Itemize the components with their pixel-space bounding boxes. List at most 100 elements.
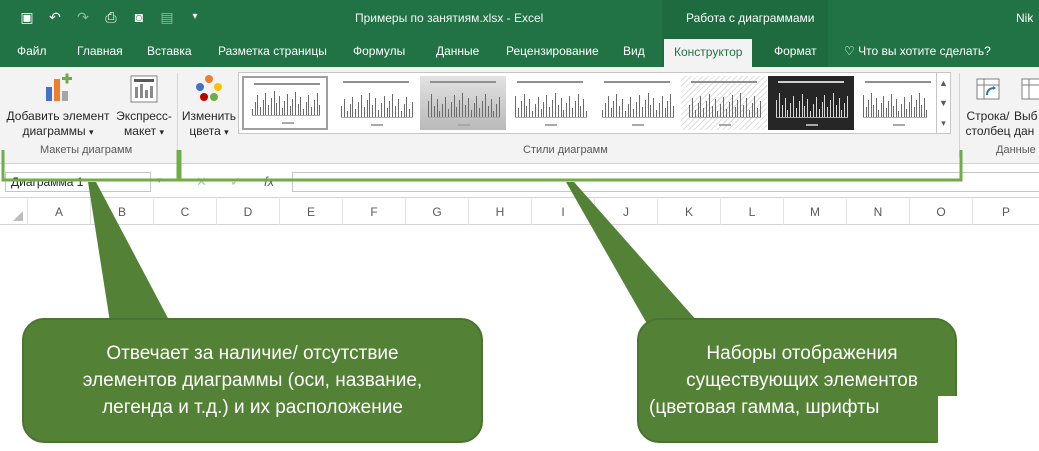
thumbnail-bar (725, 109, 727, 117)
cancel-icon[interactable]: ✕ (196, 174, 207, 189)
select-all-corner[interactable] (0, 199, 28, 225)
thumbnail-bar (297, 104, 299, 115)
tab-file[interactable]: Файл (17, 44, 47, 58)
thumbnail-bar (453, 95, 455, 117)
thumbnail-bar (254, 102, 256, 115)
chart-style-5[interactable] (594, 76, 680, 130)
chart-styles-gallery: ▲ ▼ ▾ (238, 72, 951, 134)
save-icon[interactable]: ▣ (20, 9, 34, 25)
thumbnail-bar (276, 103, 277, 115)
thumbnail-bar (571, 108, 573, 117)
thumbnail-bar (664, 108, 666, 117)
redo-icon[interactable]: ↷ (77, 9, 89, 25)
thumbnail-bar (479, 108, 481, 117)
tab-page-layout[interactable]: Разметка страницы (218, 44, 327, 58)
column-header-h[interactable]: H (469, 199, 532, 225)
column-header-i[interactable]: I (532, 199, 595, 225)
thumbnail-bar (630, 97, 632, 117)
chart-style-8[interactable] (855, 76, 933, 130)
chart-style-2[interactable] (333, 76, 419, 130)
enter-icon[interactable]: ✓ (230, 174, 241, 189)
thumbnail-bar (395, 106, 396, 117)
column-header-a[interactable]: A (28, 199, 91, 225)
chart-style-3[interactable] (420, 76, 506, 130)
quick-layout-label-2: макет (124, 124, 157, 138)
customize-icon[interactable]: ▾ (192, 11, 198, 22)
thumbnail-bar (906, 109, 907, 117)
column-header-g[interactable]: G (406, 199, 469, 225)
thumbnail-bar (346, 111, 348, 117)
quick-layout-button[interactable]: Экспресс- макет ▾ (112, 73, 176, 140)
chart-tools-title: Работа с диаграммами (686, 11, 815, 25)
column-header-e[interactable]: E (280, 199, 343, 225)
tab-data[interactable]: Данные (436, 44, 480, 58)
tab-view[interactable]: Вид (623, 44, 645, 58)
change-colors-label-2: цвета (189, 124, 221, 138)
select-data-button[interactable]: Выб дан (1014, 73, 1039, 139)
thumbnail-bar (406, 97, 408, 117)
tab-format[interactable]: Формат (774, 44, 817, 58)
thumbnail-bar (694, 110, 696, 117)
thumbnail-bar (358, 102, 359, 117)
chart-style-7[interactable] (768, 76, 854, 130)
thumbnail-bar (602, 110, 603, 117)
thumbnail-bar (380, 103, 382, 117)
thumbnail-bar (400, 111, 402, 117)
column-header-c[interactable]: C (154, 199, 217, 225)
chart-style-6[interactable] (681, 76, 767, 130)
thumbnail-bar (436, 99, 438, 117)
formula-bar: Диаграмма 1 ▾ ✕ ✓ fx (0, 164, 1039, 198)
tell-me-label: Что вы хотите сделать? (858, 44, 991, 58)
tab-insert[interactable]: Вставка (147, 44, 192, 58)
column-header-m[interactable]: M (784, 199, 847, 225)
gallery-scroll-down-icon[interactable]: ▼ (936, 93, 950, 113)
chart-style-4[interactable] (507, 76, 593, 130)
tab-home[interactable]: Главная (77, 44, 123, 58)
quick-layout-icon (128, 73, 160, 105)
column-header-b[interactable]: B (91, 199, 154, 225)
thumbnail-bar (546, 95, 548, 117)
user-name[interactable]: Nik (1016, 11, 1034, 25)
tab-design[interactable]: Конструктор (664, 39, 753, 67)
lightbulb-icon: ♡ (844, 44, 855, 58)
thumbnail-bar (563, 110, 565, 117)
thumbnail-bar (801, 94, 803, 117)
tab-review[interactable]: Рецензирование (506, 44, 599, 58)
tell-me-search[interactable]: ♡ Что вы хотите сделать? (844, 44, 991, 58)
quick-access-toolbar: ▣ ↶ ↷ ⎙ ◙ ▤ ▾ (18, 8, 204, 26)
undo-icon[interactable]: ↶ (49, 9, 61, 25)
thumbnail-bar (442, 104, 444, 117)
formula-input[interactable] (292, 172, 1039, 192)
column-header-n[interactable]: N (847, 199, 910, 225)
thumbnail-bar (885, 108, 887, 117)
add-chart-element-button[interactable]: Добавить элемент диаграммы ▾ (6, 73, 110, 140)
gallery-scroll-up-icon[interactable]: ▲ (936, 73, 950, 93)
column-header-l[interactable]: L (721, 199, 784, 225)
column-header-j[interactable]: J (595, 199, 658, 225)
tab-formulas[interactable]: Формулы (353, 44, 406, 58)
form-icon[interactable]: ▤ (160, 9, 174, 25)
thumbnail-bar (557, 105, 559, 117)
callout-styles-line-1: Наборы отображения (706, 343, 898, 364)
thumbnail-bar (316, 93, 318, 115)
column-header-k[interactable]: K (658, 199, 721, 225)
switch-row-column-button[interactable]: Строка/ столбец (962, 73, 1014, 139)
print-preview-icon[interactable]: ⎙ (105, 9, 117, 25)
thumbnail-bar (462, 93, 463, 117)
thumbnail-bar (754, 96, 756, 117)
column-header-p[interactable]: P (1001, 205, 1010, 219)
column-header-f[interactable]: F (343, 199, 406, 225)
chart-style-1[interactable] (242, 76, 328, 130)
insert-function-icon[interactable]: fx (264, 174, 275, 189)
column-header-d[interactable]: D (217, 199, 280, 225)
gallery-more-icon[interactable]: ▾ (936, 113, 950, 133)
change-colors-button[interactable]: Изменить цвета ▾ (180, 73, 238, 140)
column-header-o[interactable]: O (910, 199, 973, 225)
thumbnail-bar (670, 94, 672, 117)
camera-icon[interactable]: ◙ (134, 9, 144, 25)
name-box[interactable]: Диаграмма 1 (5, 172, 151, 192)
thumbnail-bar (389, 101, 391, 117)
thumbnail-bar (913, 107, 915, 117)
thumbnail-bar (737, 100, 739, 117)
name-box-dropdown-icon[interactable]: ▾ (157, 175, 162, 185)
